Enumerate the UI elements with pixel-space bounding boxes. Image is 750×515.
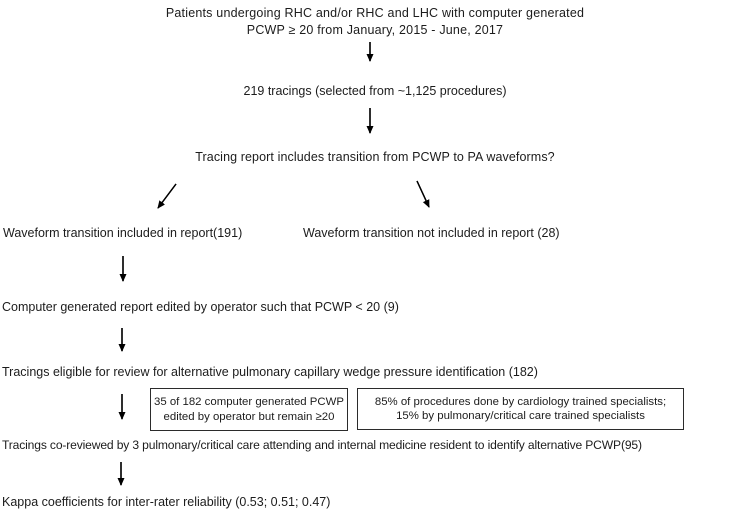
flow-title: Patients undergoing RHC and/or RHC and L…	[0, 5, 750, 39]
node-kappa-coefficients: Kappa coefficients for inter-rater relia…	[2, 495, 331, 509]
sidebox-edited-line1: 35 of 182 computer generated PCWP	[154, 396, 344, 408]
node-transition-included: Waveform transition included in report(1…	[3, 226, 243, 240]
sidebox-specialists: 85% of procedures done by cardiology tra…	[357, 388, 684, 430]
node-219-tracings: 219 tracings (selected from ~1,125 proce…	[243, 84, 507, 98]
arrow-question-to-notincluded-icon	[416, 180, 430, 208]
node-transition-not-included: Waveform transition not included in repo…	[303, 226, 560, 240]
node-co-reviewed: Tracings co-reviewed by 3 pulmonary/crit…	[2, 438, 642, 452]
sidebox-specialists-line2: 15% by pulmonary/critical care trained s…	[396, 410, 645, 422]
sidebox-specialists-line1: 85% of procedures done by cardiology tra…	[374, 395, 667, 408]
node-report-edited: Computer generated report edited by oper…	[2, 300, 399, 314]
arrow-question-to-included-icon	[157, 183, 177, 209]
node-transition-question: Tracing report includes transition from …	[195, 150, 555, 164]
sidebox-edited-but-remain: 35 of 182 computer generated PCWP edited…	[150, 388, 348, 431]
flow-title-line2: PCWP ≥ 20 from January, 2015 - June, 201…	[246, 23, 504, 37]
node-tracings-eligible: Tracings eligible for review for alterna…	[2, 365, 538, 379]
flow-title-line1: Patients undergoing RHC and/or RHC and L…	[165, 6, 585, 20]
sidebox-edited-line2: edited by operator but remain ≥20	[163, 410, 335, 423]
